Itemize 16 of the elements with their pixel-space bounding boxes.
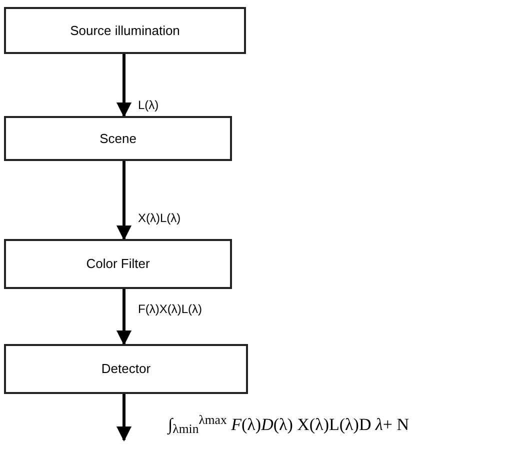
edge-label: F(λ)X(λ)L(λ) <box>138 301 202 318</box>
arrow <box>116 289 132 346</box>
arrow <box>116 161 132 240</box>
formula-label: ∫$_{λmin}$$^{λmax}$ F(λ)D(λ) X(λ)L(λ)D λ+ N <box>168 412 409 438</box>
process-box <box>4 7 246 54</box>
edge-label: X(λ)L(λ) <box>138 210 181 227</box>
edge-label: L(λ) <box>138 97 159 114</box>
box-label: Source illumination <box>70 22 180 40</box>
process-box <box>4 344 248 394</box>
process-box <box>4 116 232 161</box>
arrow <box>116 394 132 442</box>
box-label: Detector <box>101 360 151 378</box>
process-box <box>4 239 232 289</box>
arrow <box>116 54 132 118</box>
box-label: Scene <box>100 130 136 148</box>
box-label: Color Filter <box>86 255 150 274</box>
